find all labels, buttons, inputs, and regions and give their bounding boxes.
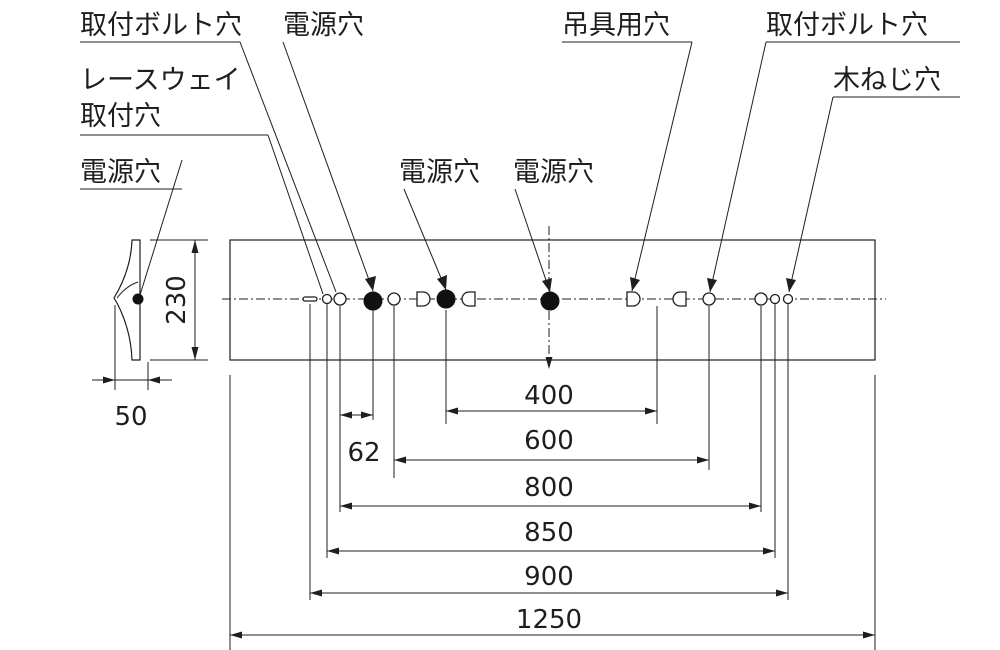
- hanger-hole-right-a: [626, 291, 641, 307]
- label-power-hole-top: 電源穴: [283, 10, 364, 41]
- dim-1250-arrow-left: [230, 631, 242, 639]
- power-hole-mid: [436, 289, 456, 309]
- leader-power-hole-center: [514, 188, 551, 293]
- side-power-leader: [139, 159, 183, 296]
- dim-400-arrow-left: [446, 407, 458, 415]
- raceway-hole: [321, 293, 333, 305]
- dim-62-label: 62: [347, 438, 380, 468]
- power-hole-center: [540, 291, 560, 311]
- dimension-lines: 62 400 600 800 850 900 1250: [230, 381, 875, 639]
- depth-label: 50: [114, 402, 147, 432]
- side-power-hole: [132, 293, 144, 305]
- dim-850-label: 850: [524, 518, 574, 548]
- dim-400-arrow-right: [645, 407, 657, 415]
- dim-900-arrow-left: [310, 589, 322, 597]
- arrow-wood-screw-hole: [786, 278, 796, 292]
- dim-62-arrow-right: [361, 411, 373, 419]
- centerline-arrow: [545, 357, 553, 369]
- dim-800-label: 800: [524, 473, 574, 503]
- side-profile-curve: [116, 281, 139, 299]
- dim-900-arrow-right: [776, 589, 788, 597]
- extension-lines: [229, 304, 876, 650]
- height-label: 230: [162, 275, 192, 325]
- depth-arrow-right: [148, 376, 160, 384]
- label-raceway-line2: 取付穴: [80, 101, 161, 132]
- dim-800-arrow-right: [749, 502, 761, 510]
- dim-800-arrow-left: [340, 502, 352, 510]
- leader-power-hole-mid: [403, 188, 447, 291]
- power-hole-left: [363, 291, 383, 311]
- side-profile-outline: [113, 239, 141, 361]
- dim-850-arrow-right: [763, 547, 775, 555]
- leader-hanger-hole: [631, 41, 693, 292]
- label-wood-screw-hole: 木ねじ穴: [833, 65, 941, 96]
- label-raceway-line1: レースウェイ: [80, 65, 241, 96]
- arrow-power-hole-top: [365, 276, 376, 291]
- dim-850-arrow-left: [327, 547, 339, 555]
- leader-bolt-hole-left: [239, 41, 337, 293]
- wood-screw-hole: [782, 293, 794, 305]
- arrow-power-hole-center: [542, 278, 552, 292]
- leader-raceway: [267, 134, 324, 295]
- arrow-power-hole-mid: [437, 275, 447, 290]
- arrow-bolt-hole-right: [707, 278, 717, 292]
- raceway-hole-right: [769, 293, 781, 305]
- side-view: 230 50: [92, 159, 208, 432]
- round-hole-right: [754, 292, 768, 306]
- depth-arrow-left: [103, 376, 115, 384]
- dim-600-arrow-right: [697, 456, 709, 464]
- label-bolt-hole-left: 取付ボルト穴: [80, 10, 242, 41]
- raceway-slot-hole: [302, 296, 318, 302]
- dim-62-arrow-left: [340, 411, 352, 419]
- height-arrow-top: [191, 240, 199, 253]
- leader-bolt-hole-right: [709, 41, 767, 293]
- leader-power-hole-top: [282, 41, 374, 292]
- label-power-hole-mid: 電源穴: [399, 157, 480, 188]
- dim-600-label: 600: [524, 426, 574, 456]
- leader-wood-screw-hole: [788, 96, 834, 293]
- fixture-body-outline: [229, 239, 876, 361]
- hanger-hole-left-a: [416, 291, 431, 307]
- arrow-hanger-hole: [630, 277, 640, 291]
- hanger-hole-right-b: [672, 291, 687, 307]
- label-hanger-hole: 吊具用穴: [562, 10, 670, 41]
- callouts: 取付ボルト穴 電源穴 レースウェイ 取付穴 電源穴 電源穴 電源穴 吊具用穴 取…: [80, 10, 960, 295]
- height-arrow-bottom: [191, 347, 199, 360]
- dim-600-arrow-left: [394, 456, 406, 464]
- hanger-hole-left-b: [461, 291, 476, 307]
- dim-1250-label: 1250: [516, 605, 582, 635]
- dim-400-label: 400: [524, 381, 574, 411]
- plan-view: [222, 226, 886, 369]
- label-bolt-hole-right: 取付ボルト穴: [766, 10, 928, 41]
- dim-900-label: 900: [524, 562, 574, 592]
- dim-1250-arrow-right: [863, 631, 875, 639]
- round-hole-left: [387, 292, 401, 306]
- bolt-hole-right: [702, 292, 716, 306]
- bolt-hole-left: [333, 292, 347, 306]
- label-power-hole-side: 電源穴: [80, 157, 161, 188]
- label-power-hole-center: 電源穴: [513, 157, 594, 188]
